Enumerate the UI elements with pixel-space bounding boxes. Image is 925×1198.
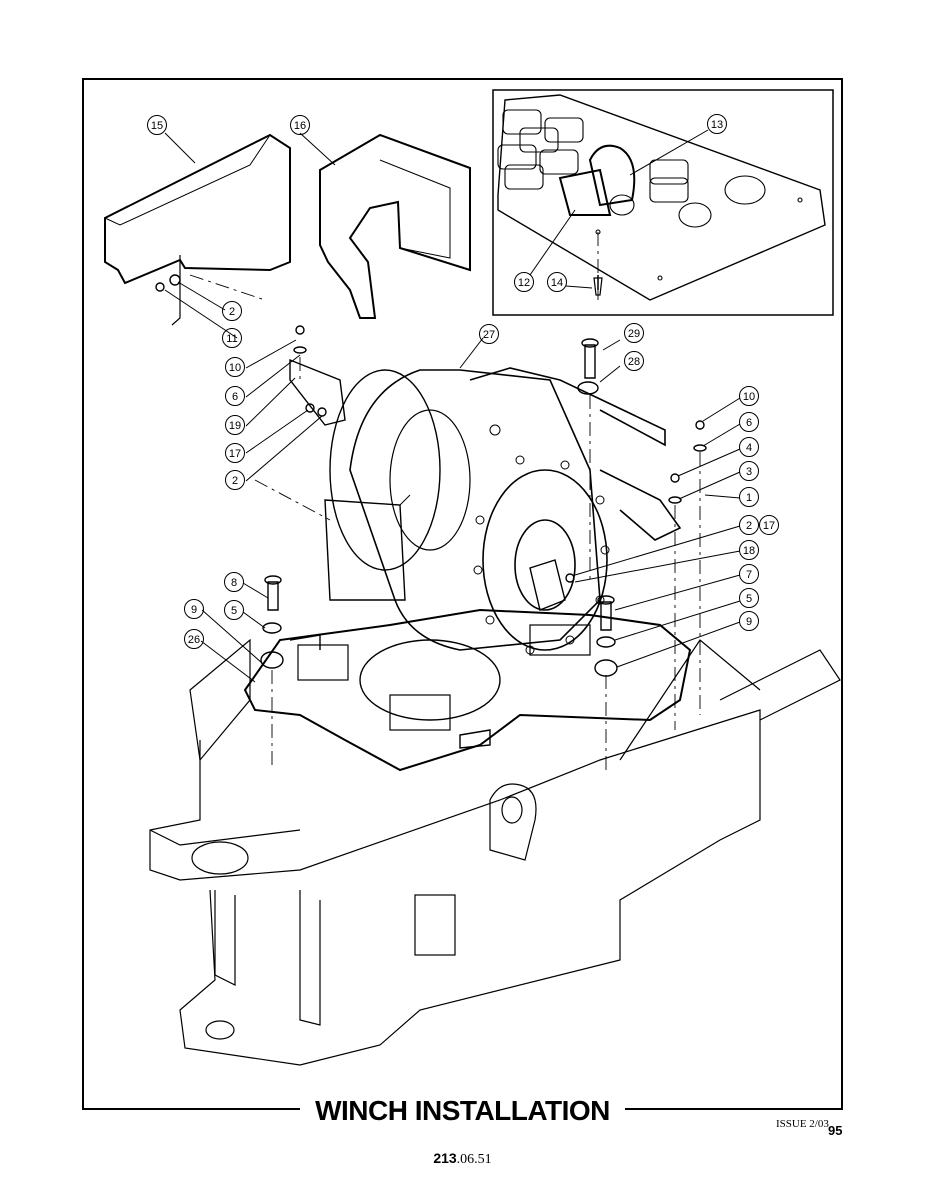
callout-15: 15 <box>151 120 163 132</box>
callout-1: 1 <box>746 492 752 504</box>
cover-part-16 <box>319 133 471 319</box>
callout-balloons: 15 16 13 12 14 2 11 27 29 28 10 6 19 17 … <box>147 114 779 649</box>
callout-13: 13 <box>711 119 723 131</box>
callout-11: 11 <box>226 333 237 345</box>
title-band: WINCH INSTALLATION <box>300 1093 625 1129</box>
callout-17b: 17 <box>763 520 775 532</box>
callout-3: 3 <box>746 466 752 478</box>
callout-5b: 5 <box>231 605 237 617</box>
callout-9b: 9 <box>191 604 197 616</box>
callout-14: 14 <box>551 277 563 289</box>
fasteners <box>155 274 707 677</box>
callout-10b: 10 <box>743 391 755 403</box>
leader-lines <box>164 129 741 683</box>
callout-6a: 6 <box>232 391 238 403</box>
crane-chassis <box>149 638 841 1066</box>
cover-part-15 <box>104 133 291 326</box>
callout-6b: 6 <box>746 417 752 429</box>
callout-19: 19 <box>229 420 241 432</box>
callout-2a: 2 <box>229 306 235 318</box>
callout-5a: 5 <box>746 593 752 605</box>
callout-2b: 2 <box>232 475 238 487</box>
document-number: 213.06.51 <box>0 1150 925 1168</box>
page-title: WINCH INSTALLATION <box>315 1095 610 1126</box>
callout-18: 18 <box>743 545 755 557</box>
callout-2c: 2 <box>746 520 752 532</box>
callout-16: 16 <box>294 120 306 132</box>
callout-29: 29 <box>628 328 640 340</box>
issue-label: ISSUE 2/03 <box>776 1118 829 1130</box>
assembly-lines <box>189 230 701 770</box>
callout-7: 7 <box>746 569 752 581</box>
callout-4: 4 <box>746 442 752 454</box>
callout-8: 8 <box>231 577 237 589</box>
callout-12: 12 <box>518 277 530 289</box>
document-number-rest: .06.51 <box>456 1152 492 1167</box>
winch-drum <box>324 367 682 655</box>
page-number: 95 <box>828 1123 843 1138</box>
callout-26: 26 <box>188 634 200 646</box>
callout-27: 27 <box>483 329 495 341</box>
callout-10a: 10 <box>229 362 241 374</box>
control-panel-inset <box>492 89 834 316</box>
callout-17a: 17 <box>229 448 241 460</box>
document-number-bold: 213 <box>433 1150 457 1166</box>
callout-9a: 9 <box>746 616 752 628</box>
base-plate <box>243 608 692 772</box>
callout-28: 28 <box>628 356 640 368</box>
